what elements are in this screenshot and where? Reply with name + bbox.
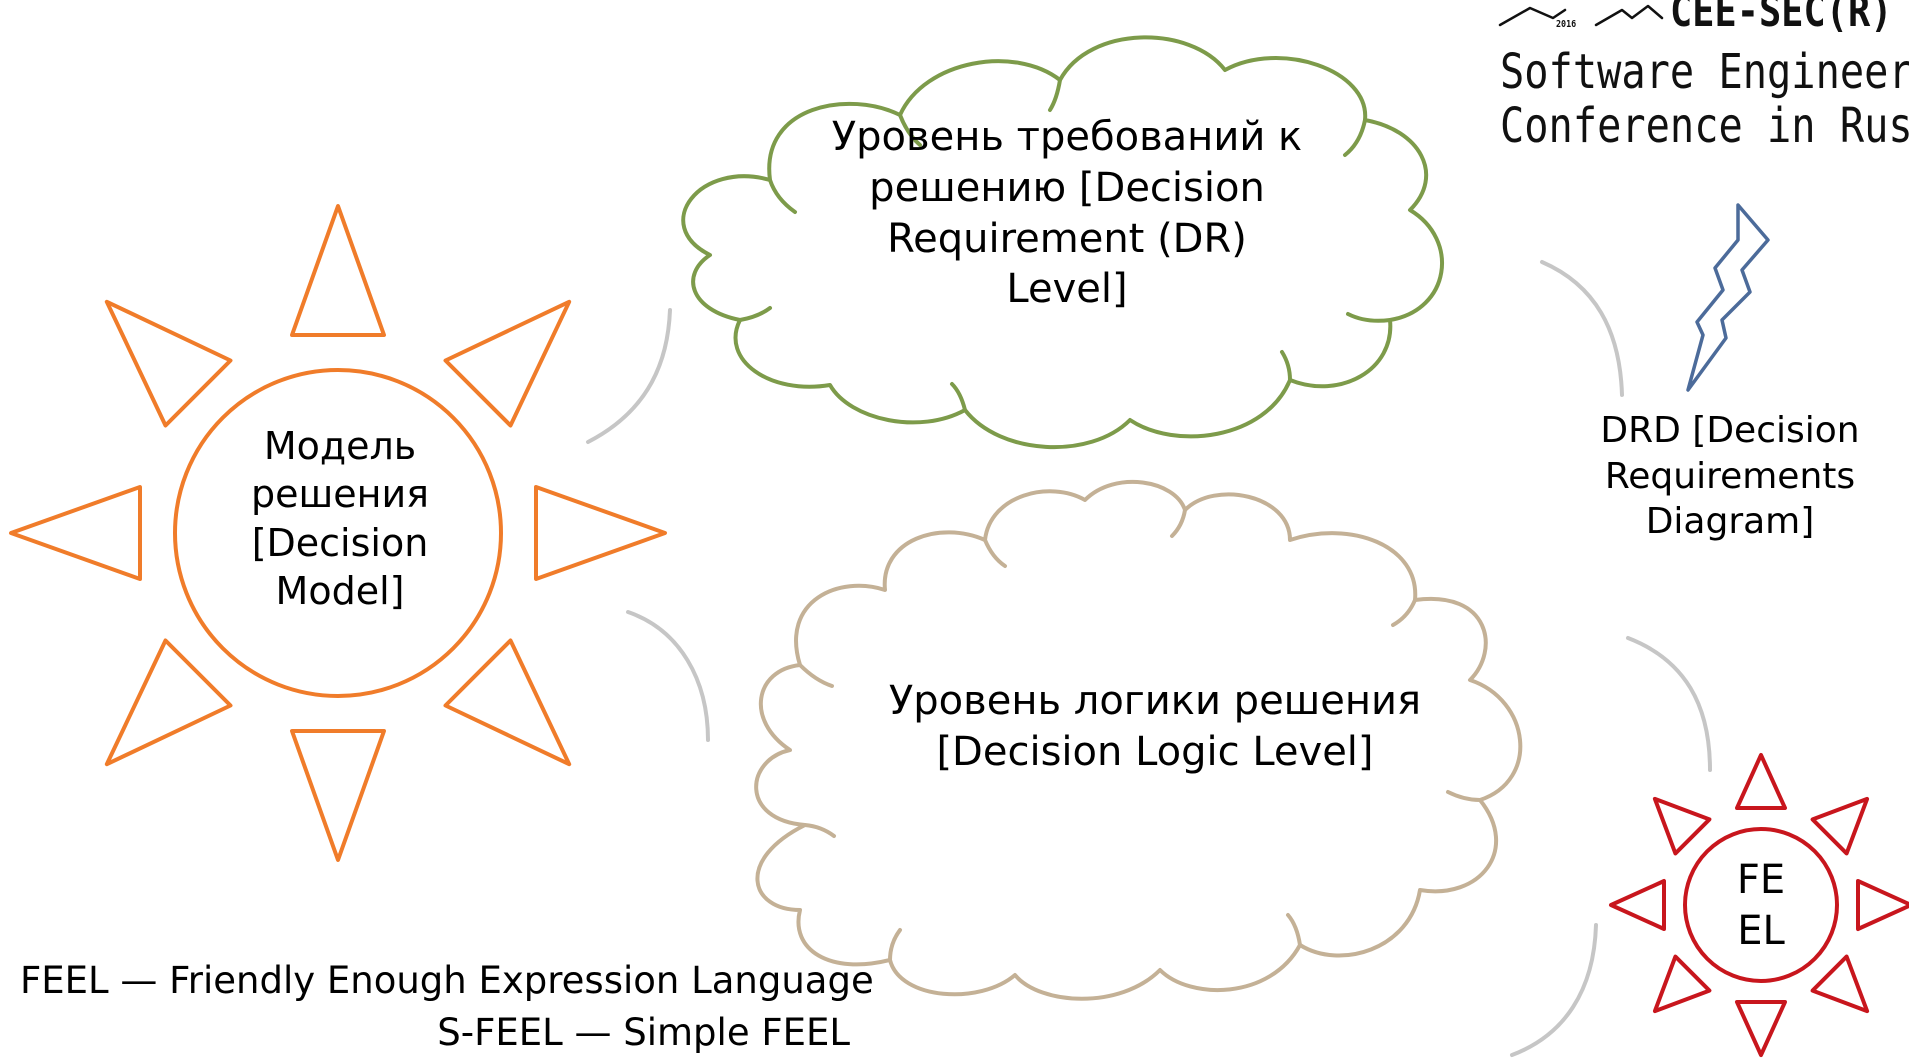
logo-line-2: Conference in Russia — [1500, 98, 1909, 154]
feel-sun-ray — [1810, 954, 1870, 1014]
logo-title: CEE-SEC(R) — [1670, 0, 1893, 37]
decision-model-sun-ray — [443, 299, 572, 428]
legend-feel: FEEL — Friendly Enough Expression Langua… — [20, 959, 874, 1002]
decision-model-sun-ray — [534, 485, 667, 581]
logo-year: 2016 — [1556, 19, 1577, 30]
decision-model-sun-ray — [290, 729, 386, 862]
connector-arc — [626, 610, 710, 742]
decision-model-label: Модель решения [Decision Model] — [250, 424, 430, 613]
feel-sun-ray — [1735, 1000, 1787, 1057]
decision-model-sun-circle — [173, 368, 503, 698]
feel-sun-ray — [1609, 879, 1666, 931]
conference-logo-icon — [1498, 4, 1664, 27]
dr-level-cloud — [681, 35, 1445, 450]
feel-sun-ray — [1735, 753, 1787, 810]
connector-arc — [1510, 923, 1598, 1057]
decision-model-sun-ray — [443, 638, 572, 767]
feel-sun-ray — [1810, 796, 1870, 856]
logo-line-1: Software Engineering — [1500, 44, 1909, 100]
decision-model-sun-ray — [104, 299, 233, 428]
logic-level-label: Уровень логики решения [Decision Logic L… — [888, 678, 1422, 775]
decision-model-sun — [9, 204, 667, 862]
connector-arc — [1626, 636, 1712, 772]
logic-level-cloud — [754, 479, 1523, 1001]
feel-label: FEEL — [1736, 857, 1786, 954]
decision-model-sun-ray — [104, 638, 233, 767]
drd-label: DRD [Decision Requirements Diagram] — [1600, 410, 1860, 543]
feel-sun — [1609, 753, 1909, 1057]
feel-sun-ray — [1652, 796, 1712, 856]
dr-level-label: Уровень требований к решению [Decision R… — [831, 114, 1303, 313]
feel-sun-ray — [1652, 954, 1712, 1014]
decision-model-sun-ray — [9, 485, 142, 581]
feel-sun-ray — [1856, 879, 1909, 931]
legend-s-feel: S-FEEL — Simple FEEL — [437, 1011, 850, 1054]
connector-arc — [1540, 260, 1624, 397]
lightning-icon — [1686, 203, 1770, 392]
decision-model-sun-ray — [290, 204, 386, 337]
feel-sun-circle — [1683, 827, 1839, 983]
connector-arc — [586, 308, 672, 444]
